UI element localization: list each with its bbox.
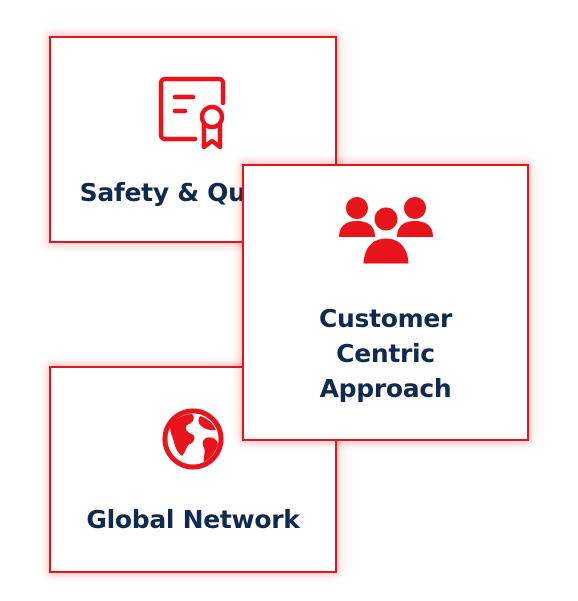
card-title: Global Network (86, 505, 300, 534)
globe-icon (160, 406, 226, 472)
card-customer-centric: Customer Centric Approach (242, 164, 529, 441)
card-title: Customer Centric Approach (318, 304, 453, 403)
users-group-icon (338, 193, 434, 265)
certificate-icon (153, 73, 233, 153)
